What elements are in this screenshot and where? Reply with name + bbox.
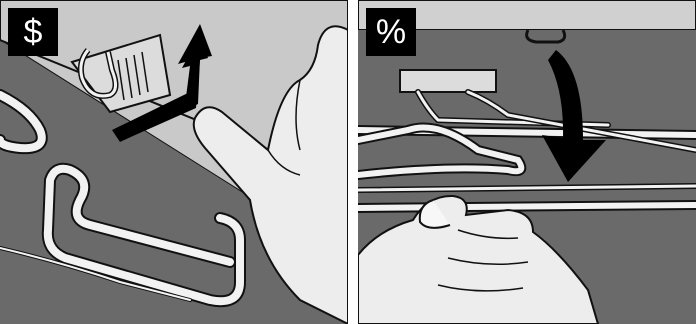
- illustration-step-2: %: [358, 0, 696, 324]
- holder-plate: [400, 70, 496, 92]
- panel-divider: [348, 0, 358, 324]
- illustration-step-1: $: [0, 0, 348, 324]
- step-badge-2: %: [366, 8, 416, 56]
- step-badge-1: $: [8, 8, 58, 56]
